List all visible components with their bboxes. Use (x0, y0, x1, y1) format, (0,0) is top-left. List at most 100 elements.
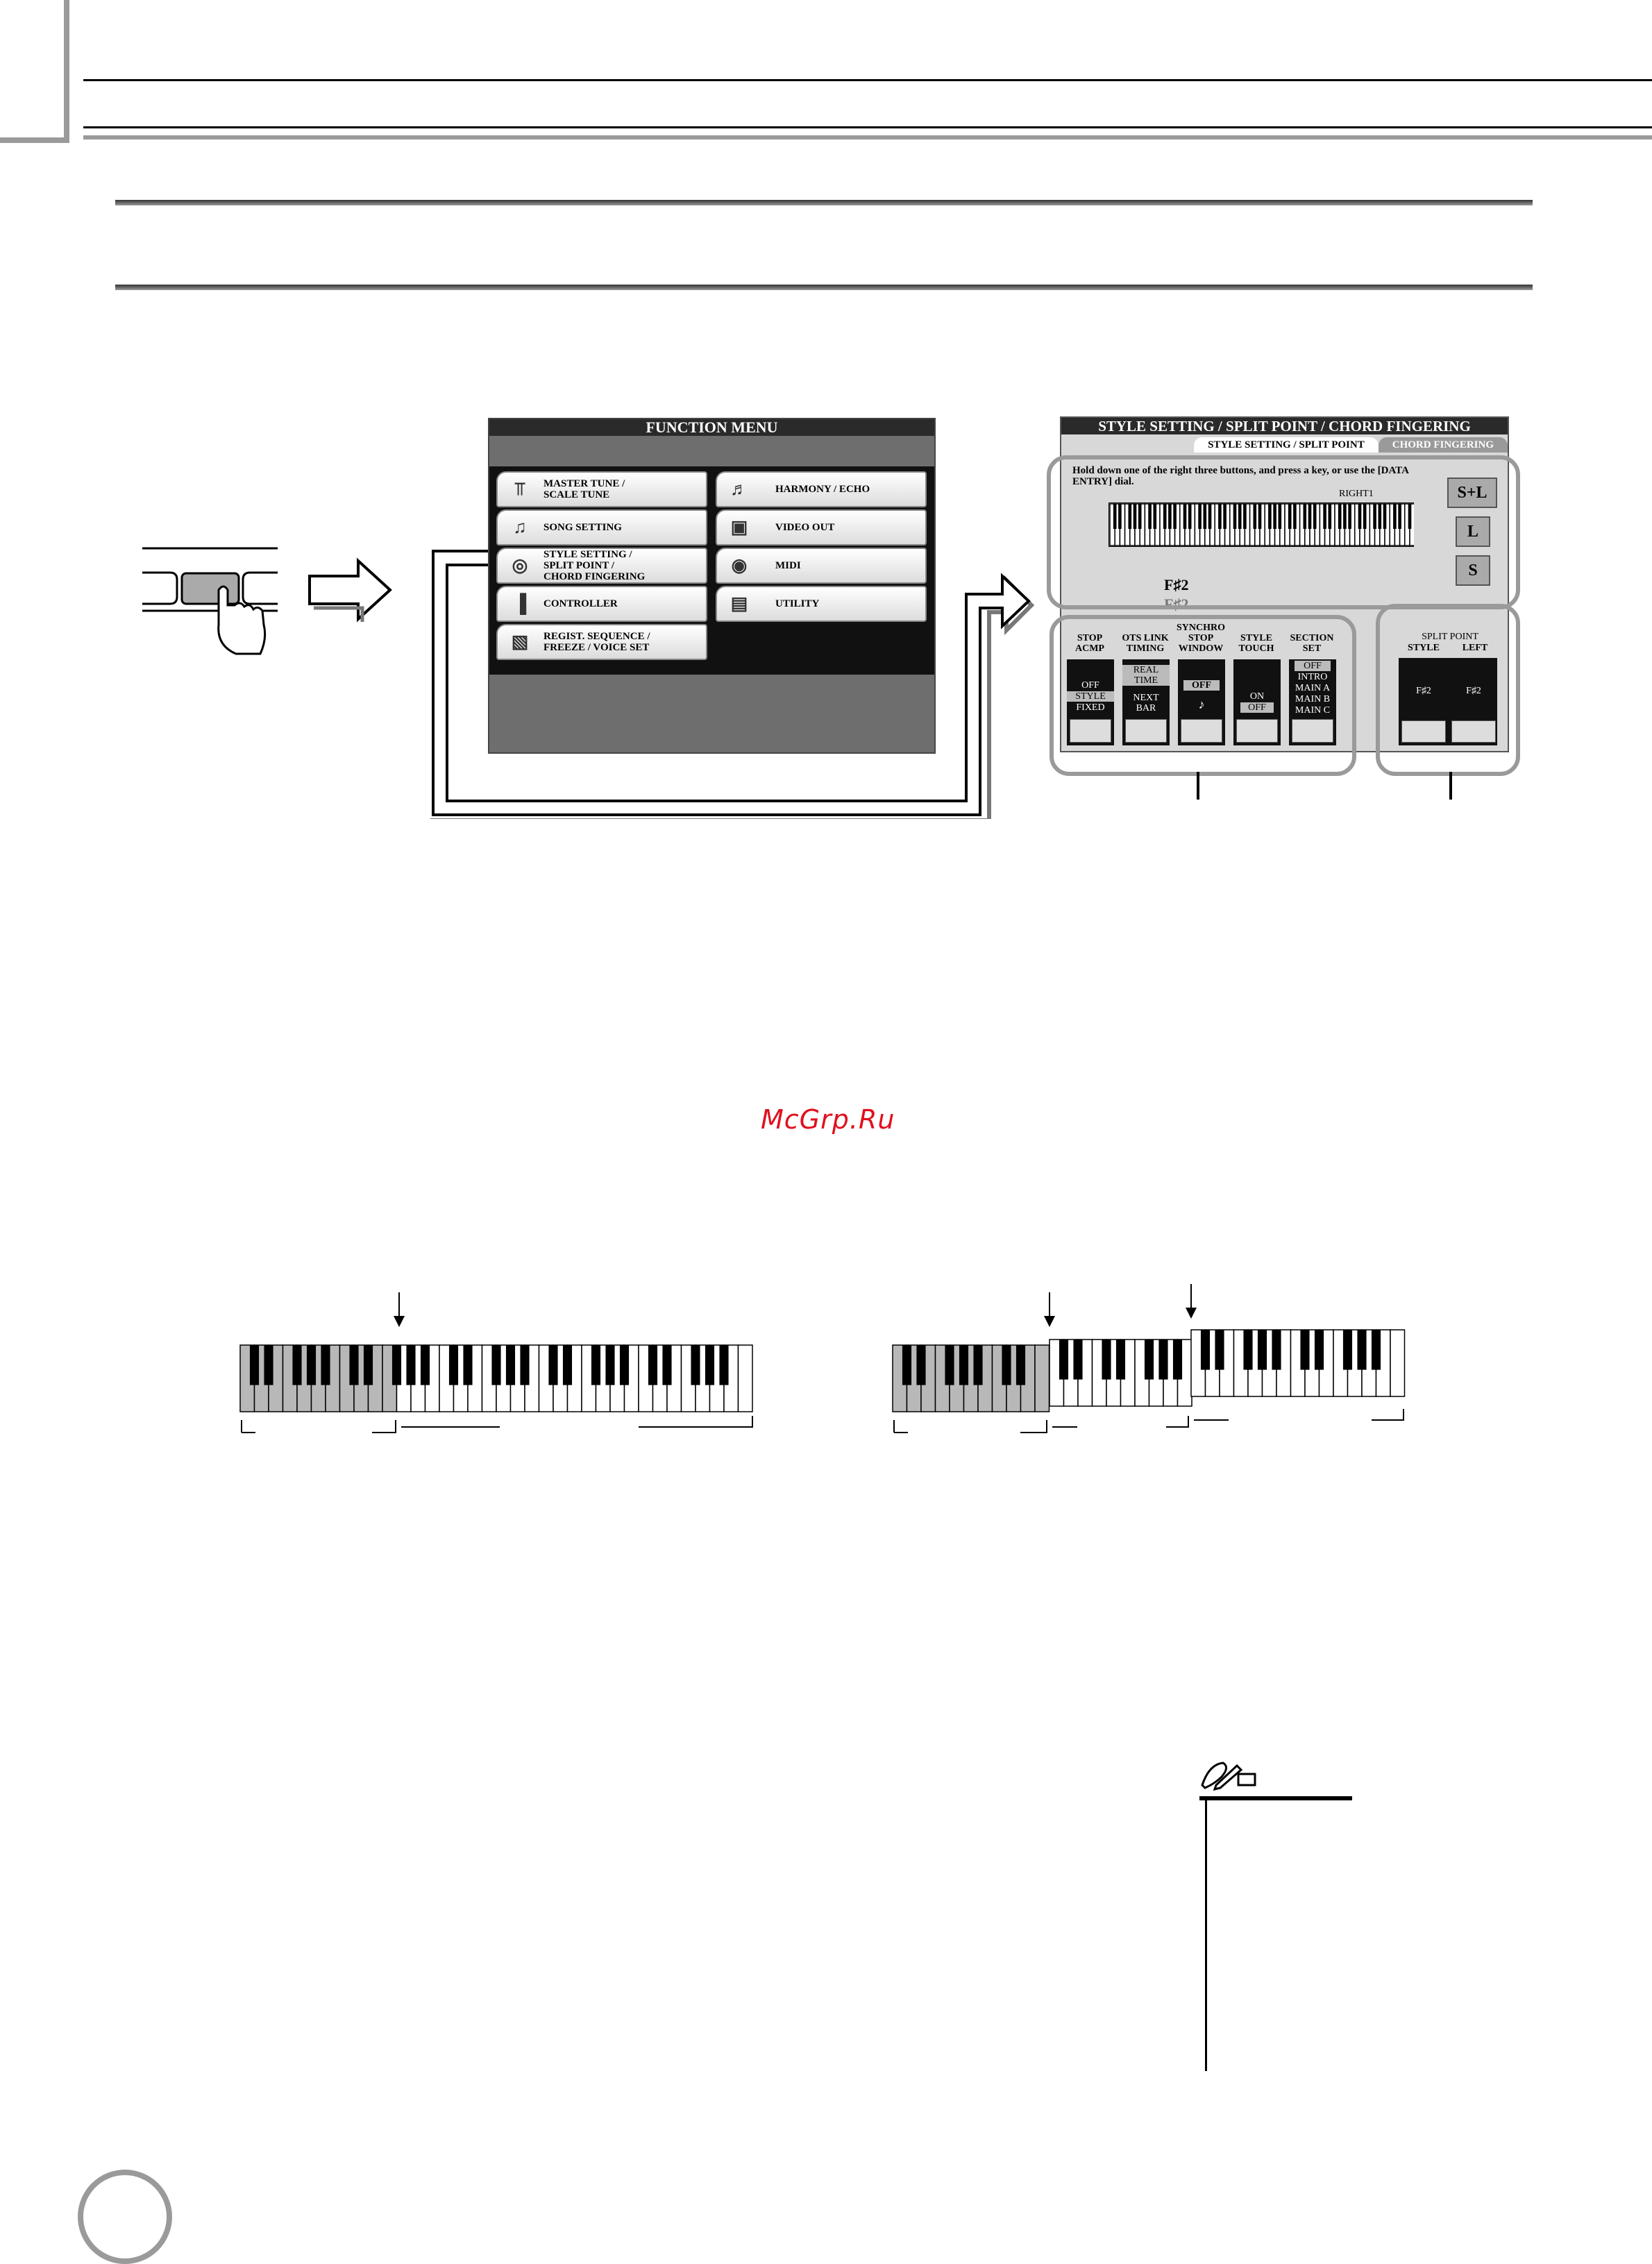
note-column-line (1205, 1800, 1207, 2071)
split-point-header: SPLIT POINT (1422, 632, 1478, 642)
col-header-style-touch: STYLE TOUCH (1238, 633, 1274, 654)
menu-item-harmony-echo[interactable]: ♬ HARMONY / ECHO (716, 471, 927, 507)
black-key (1163, 504, 1167, 529)
section-rule-bottom (115, 285, 1533, 290)
menu-item-utility[interactable]: ▤ UTILITY (716, 586, 927, 622)
black-key (1273, 504, 1276, 529)
right1-label: RIGHT1 (1339, 489, 1374, 499)
black-key (363, 1345, 373, 1385)
black-key (1002, 1345, 1011, 1385)
highlight-split-point (1376, 604, 1520, 776)
button-split-left[interactable]: L (1456, 516, 1490, 547)
param-ots-link-timing[interactable]: REAL TIME NEXT BAR (1122, 659, 1170, 745)
keyboard-diagram-right (892, 1284, 1406, 1433)
black-key (548, 1345, 558, 1385)
option-fixed: FIXED (1076, 702, 1105, 713)
black-key (691, 1345, 700, 1385)
black-key (1293, 504, 1297, 529)
black-key (1408, 504, 1412, 529)
black-key (1348, 504, 1351, 529)
black-key (973, 1345, 983, 1385)
black-key (505, 1345, 516, 1385)
value-arrows[interactable] (1181, 719, 1222, 743)
black-key (1200, 1330, 1211, 1370)
col-header-ots-link: OTS LINK TIMING (1122, 633, 1169, 654)
black-key (1113, 504, 1117, 529)
tuning-fork-icon: ⫪ (514, 479, 525, 499)
black-key (1272, 1330, 1281, 1370)
black-key (349, 1345, 359, 1385)
black-key (1158, 1340, 1168, 1380)
option-real-time-selected: REAL TIME (1122, 665, 1170, 686)
header-bottom-line (83, 126, 1652, 128)
black-key (306, 1345, 317, 1385)
split-left-value[interactable]: F♯2 (1466, 686, 1481, 696)
black-key (406, 1345, 416, 1385)
black-key (264, 1345, 273, 1385)
menu-item-label: CONTROLLER (543, 598, 618, 609)
black-key (1233, 504, 1237, 529)
keyboard-diagram-left (239, 1292, 753, 1433)
black-key (491, 1345, 501, 1385)
black-key (1128, 504, 1132, 529)
menu-item-style-setting[interactable]: ◎ STYLE SETTING / SPLIT POINT / CHORD FI… (496, 548, 707, 584)
black-key (1371, 1330, 1381, 1370)
option-on: ON (1249, 691, 1265, 702)
black-key (1313, 504, 1317, 529)
monitor-icon: ▣ (730, 517, 748, 537)
menu-item-video-out[interactable]: ▣ VIDEO OUT (716, 509, 927, 546)
arrow-right-icon (308, 557, 392, 623)
black-key (1288, 504, 1292, 529)
black-key (1343, 504, 1347, 529)
param-stop-acmp[interactable]: OFF STYLE FIXED (1067, 659, 1114, 745)
black-key (1393, 504, 1397, 529)
midi-icon: ◉ (731, 555, 748, 575)
menu-item-midi[interactable]: ◉ MIDI (716, 548, 927, 584)
param-section-set[interactable]: OFF INTRO MAIN A MAIN B MAIN C (1289, 659, 1336, 745)
button-split-both[interactable]: S+L (1447, 478, 1497, 508)
white-key (737, 1344, 753, 1412)
split-style-value[interactable]: F♯2 (1416, 686, 1431, 696)
black-key (292, 1345, 302, 1385)
menu-item-label: HARMONY / ECHO (775, 484, 870, 495)
black-key (1342, 1330, 1353, 1370)
tab-style-setting-split-point[interactable]: STYLE SETTING / SPLIT POINT (1194, 437, 1379, 453)
option-style-selected: STYLE (1067, 691, 1114, 702)
param-synchro-stop-window[interactable]: OFF ♪ (1178, 659, 1225, 745)
white-key (1034, 1344, 1050, 1412)
black-key (945, 1345, 954, 1385)
black-key (1215, 1330, 1224, 1370)
white-key (1390, 1329, 1406, 1397)
split-label-lower: F♯2 (1164, 595, 1189, 613)
black-key (1268, 504, 1272, 529)
black-key (1257, 1330, 1267, 1370)
black-key (1328, 504, 1332, 529)
value-arrows[interactable] (1070, 719, 1111, 743)
param-style-touch[interactable]: ON OFF (1233, 659, 1281, 745)
split-left-arrows[interactable] (1451, 720, 1496, 743)
black-key (1278, 504, 1282, 529)
black-key (1153, 504, 1157, 529)
menu-item-controller[interactable]: ▐ CONTROLLER (496, 586, 707, 622)
menu-item-master-tune[interactable]: ⫪ MASTER TUNE / SCALE TUNE (496, 471, 707, 507)
menu-item-regist-sequence[interactable]: ▧ REGIST. SEQUENCE / FREEZE / VOICE SET (496, 624, 707, 660)
header-left-bar (0, 0, 69, 143)
black-key (1303, 504, 1307, 529)
header-gray-rule (83, 135, 1652, 140)
option-main-c: MAIN C (1295, 705, 1331, 716)
black-key (1133, 504, 1137, 529)
controller-icon: ▐ (513, 593, 527, 614)
value-arrows[interactable] (1292, 719, 1333, 743)
value-arrows[interactable] (1125, 719, 1167, 743)
black-key (562, 1345, 573, 1385)
black-key (1218, 504, 1222, 529)
black-key (1168, 504, 1172, 529)
split-style-arrows[interactable] (1401, 720, 1446, 743)
registration-icon: ▧ (511, 632, 529, 652)
button-split-style[interactable]: S (1456, 555, 1490, 586)
menu-item-song-setting[interactable]: ♫ SONG SETTING (496, 509, 707, 546)
black-key (1363, 504, 1367, 529)
tab-chord-fingering[interactable]: CHORD FINGERING (1378, 437, 1508, 453)
black-key (916, 1345, 926, 1385)
value-arrows[interactable] (1236, 719, 1278, 743)
